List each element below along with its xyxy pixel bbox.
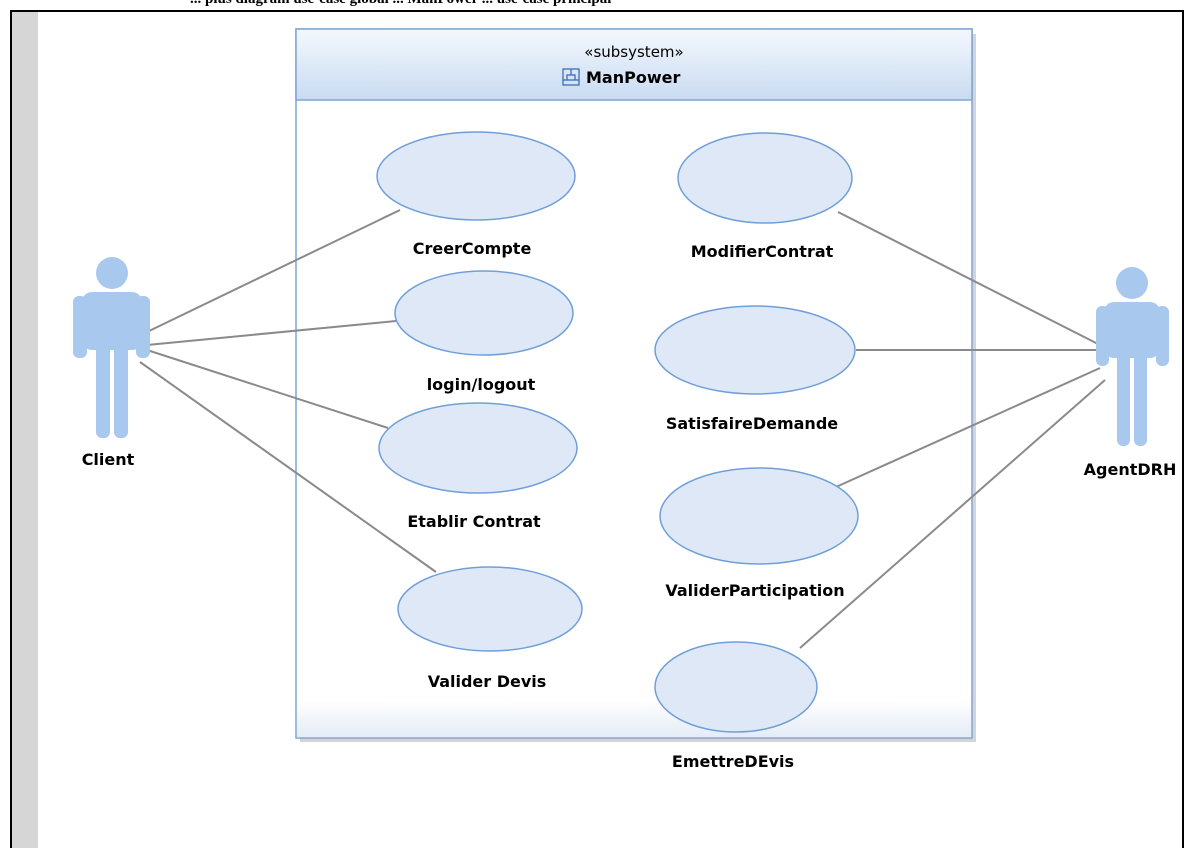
subsystem-bottom-fade <box>297 700 971 737</box>
label-etablircontrat: Etablir Contrat <box>407 512 541 531</box>
assoc-client-creercompte <box>146 209 401 333</box>
assoc-agent-validerparticipation <box>835 367 1101 488</box>
actor-client-icon[interactable] <box>73 257 150 438</box>
assoc-client-validerdevis <box>139 361 437 573</box>
label-login-logout: login/logout <box>427 375 536 394</box>
usecase-emettredevis[interactable] <box>654 641 818 733</box>
label-emettredevis: EmettreDEvis <box>672 752 794 771</box>
top-caption-area <box>0 0 1189 12</box>
table-frame <box>10 10 1184 848</box>
actor-agentdrh-label: AgentDRH <box>1084 460 1177 479</box>
assoc-client-login <box>146 320 397 346</box>
label-satisfairedemande: SatisfaireDemande <box>666 414 838 433</box>
usecase-validerdevis[interactable] <box>397 566 583 652</box>
usecase-login-logout[interactable] <box>394 270 574 356</box>
actor-client-label: Client <box>82 450 135 469</box>
label-validerdevis: Valider Devis <box>428 672 547 691</box>
side-strip <box>12 12 38 848</box>
usecase-etablircontrat[interactable] <box>378 402 578 494</box>
assoc-agent-emettredevis <box>799 379 1106 649</box>
subsystem-name: ManPower <box>586 68 680 87</box>
assoc-client-etablircontrat <box>146 349 389 429</box>
usecase-validerparticipation[interactable] <box>659 467 859 565</box>
subsystem-icon <box>562 68 580 86</box>
label-validerparticipation: ValiderParticipation <box>665 581 844 600</box>
header-caption: ... plus diagram use-case global ... Man… <box>190 0 611 8</box>
label-creercompte: CreerCompte <box>413 239 532 258</box>
subsystem-boundary[interactable] <box>295 28 973 739</box>
usecase-satisfairedemande[interactable] <box>654 305 856 395</box>
subsystem-stereotype: «subsystem» <box>584 43 683 61</box>
subsystem-header <box>295 28 973 101</box>
label-modifiercontrat: ModifierContrat <box>691 242 834 261</box>
usecase-creercompte[interactable] <box>376 131 576 221</box>
associations <box>139 209 1106 649</box>
usecase-modifiercontrat[interactable] <box>677 132 853 224</box>
actor-agentdrh-icon[interactable] <box>1096 267 1169 446</box>
assoc-agent-modifiercontrat <box>837 211 1101 346</box>
